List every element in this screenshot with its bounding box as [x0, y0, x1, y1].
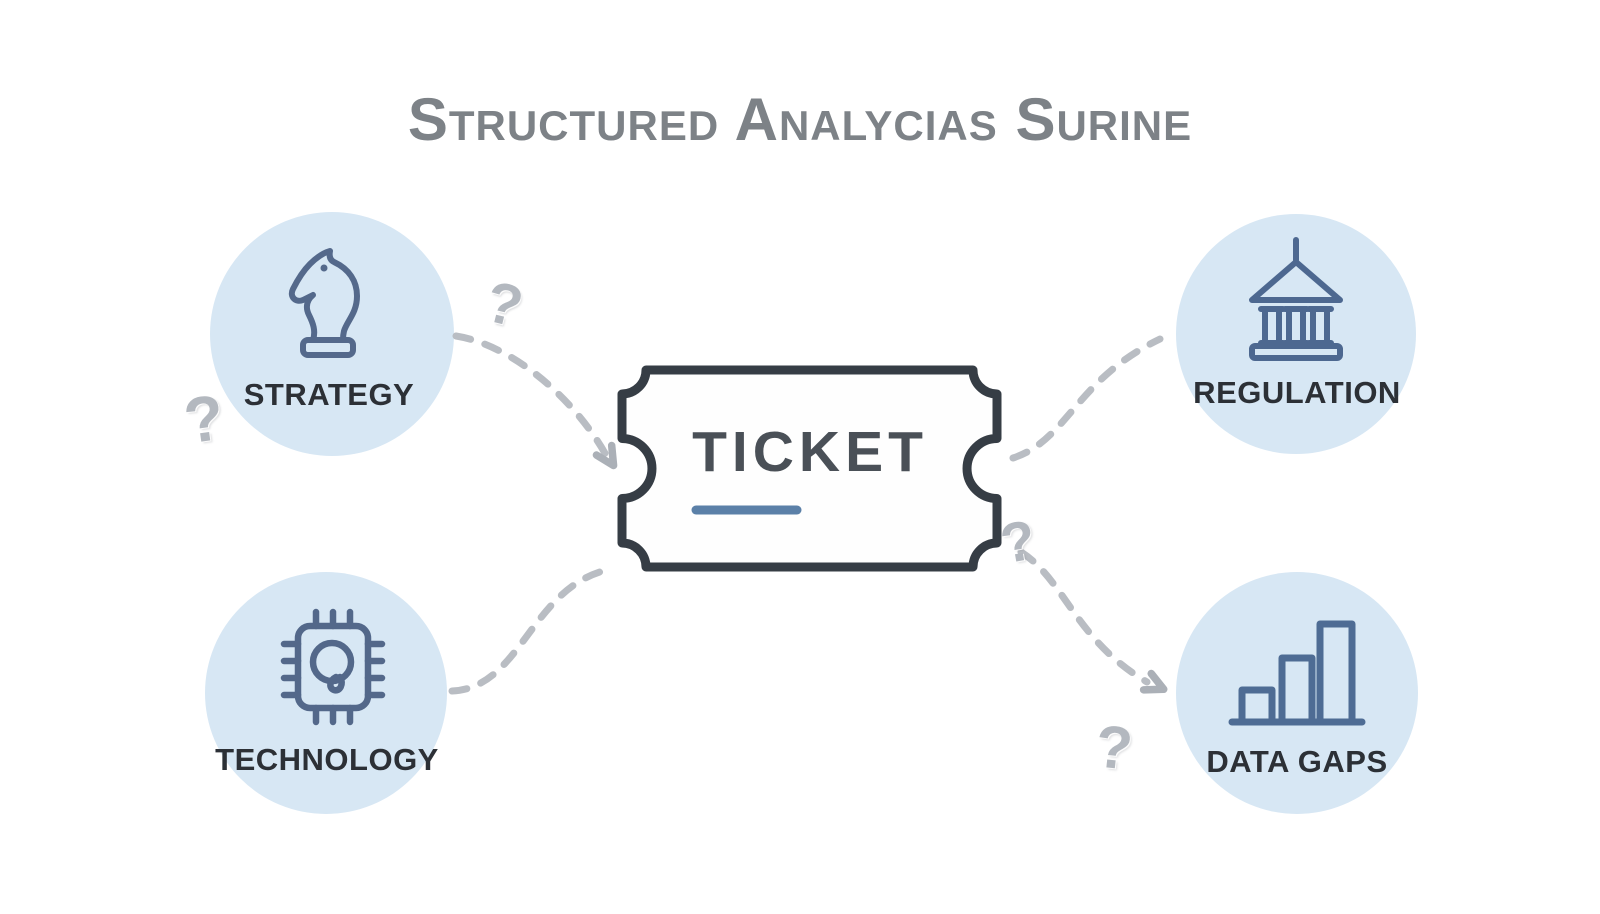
bar-chart-icon — [1228, 620, 1366, 726]
arrowhead-icon-ticket — [592, 441, 618, 470]
page-title: Structured Analycias Surine — [407, 86, 1193, 153]
bank-icon — [1249, 237, 1343, 361]
technology-label: TECHNOLOGY — [215, 742, 439, 777]
strategy-label: STRATEGY — [243, 377, 415, 412]
data-gaps-node-circle — [1176, 572, 1418, 814]
dashed-connector-ticket-to-regulation — [1009, 335, 1164, 462]
dashed-connector-technology-to-ticket — [448, 567, 607, 695]
ticket-label: TICKET — [692, 420, 928, 484]
dashed-connector-ticket-to-data-gaps — [1017, 548, 1151, 686]
data-gaps-label: DATA GAPS — [1206, 744, 1388, 779]
question-mark-below-data-gaps-arrow: ? — [1092, 712, 1136, 783]
chip-icon — [280, 608, 386, 726]
arrowhead-icon-data-gaps — [1139, 669, 1168, 694]
regulation-label: REGULATION — [1193, 375, 1401, 410]
chess-knight-icon — [288, 248, 360, 358]
technology-node-circle — [205, 572, 447, 814]
dashed-connector-strategy-to-ticket — [452, 332, 610, 459]
ticket-icon — [617, 365, 1002, 572]
